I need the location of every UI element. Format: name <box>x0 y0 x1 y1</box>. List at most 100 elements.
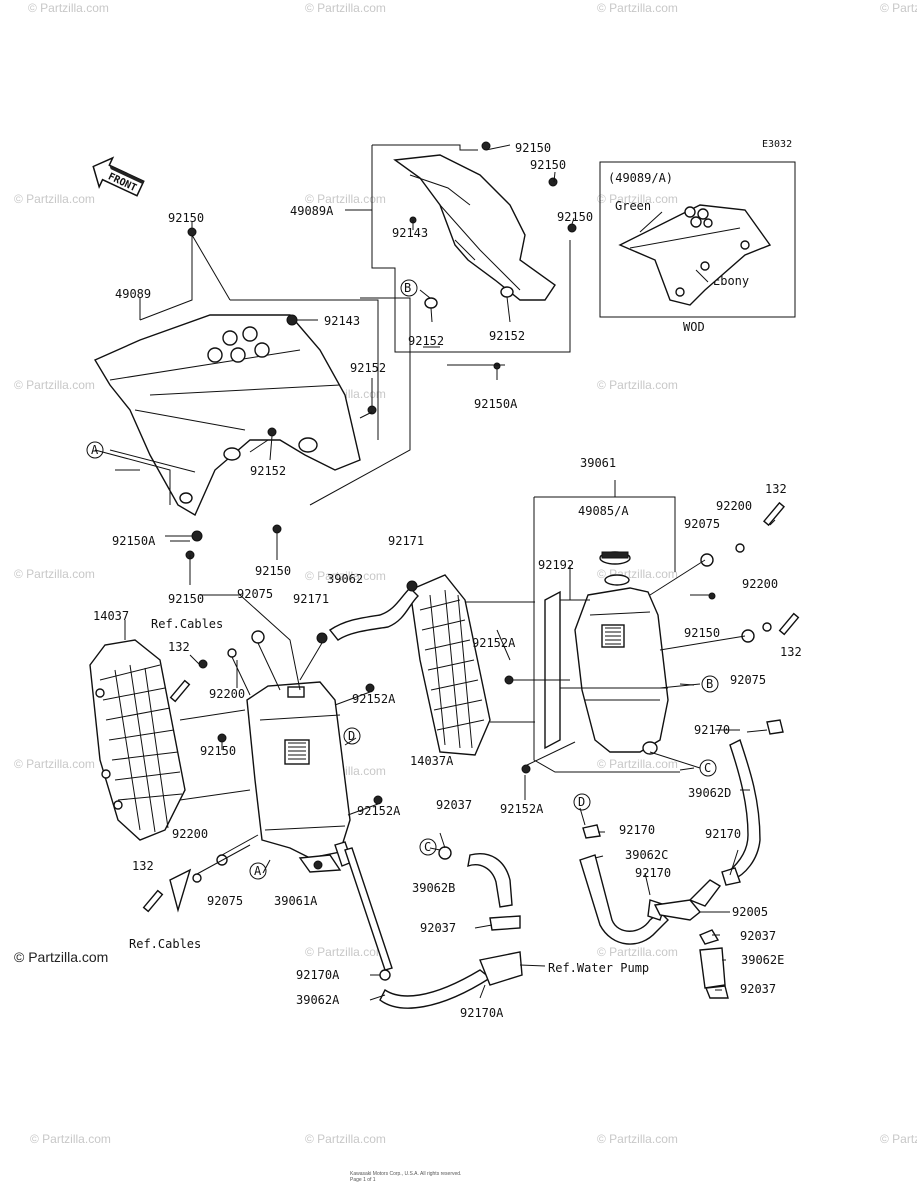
part-label: B <box>706 677 713 691</box>
part-label: 39062A <box>296 993 340 1007</box>
part-label: 92005 <box>732 905 768 919</box>
part-label: 39062C <box>625 848 668 862</box>
part-label: 92075 <box>730 673 766 687</box>
part-label: 92150 <box>200 744 236 758</box>
watermark: © Partzilla.com <box>597 1 678 15</box>
part-label: 92152A <box>352 692 396 706</box>
part-label: 92170 <box>635 866 671 880</box>
watermark: © Partzilla.com <box>597 757 678 771</box>
color-variant-inset: (49089/A) Green Ebony WOD <box>599 161 796 334</box>
part-label: 92152 <box>408 334 444 348</box>
watermark: © Partzilla.com <box>30 1132 111 1146</box>
part-label: 92152A <box>357 804 401 818</box>
watermark: © Partzilla.com <box>14 567 95 581</box>
part-label: 92037 <box>740 982 776 996</box>
radiator-grille-right <box>409 574 535 756</box>
part-label: D <box>578 795 585 809</box>
diagram-code: E3032 <box>762 139 792 150</box>
part-label: 92170A <box>460 1006 504 1020</box>
footer-page: Page 1 of 1 <box>350 1177 376 1183</box>
part-label: D <box>348 729 355 743</box>
part-label: 132 <box>132 859 154 873</box>
part-label: 92200 <box>172 827 208 841</box>
part-label: 14037A <box>410 754 454 768</box>
inset-color-ebony: Ebony <box>713 274 749 288</box>
part-label: 92150A <box>474 397 518 411</box>
watermark: © Partzilla.com <box>597 378 678 392</box>
hoses <box>299 580 784 1009</box>
part-label: 92200 <box>209 687 245 701</box>
part-label: 92150 <box>255 564 291 578</box>
part-label: 92075 <box>684 517 720 531</box>
part-label: A <box>91 443 99 457</box>
part-label: B <box>404 281 411 295</box>
part-label: 49085/A <box>578 504 629 518</box>
part-label: 92170 <box>619 823 655 837</box>
watermark: © Partzilla.com <box>597 945 678 959</box>
part-label: 92171 <box>293 592 329 606</box>
part-labels: 92150 92150 49089A 92150 92150 92143 B 9… <box>91 141 802 1020</box>
leader-lines <box>115 289 750 1001</box>
part-label: 39061A <box>274 894 318 908</box>
part-label: 92150 <box>557 210 593 224</box>
part-label: A <box>254 864 262 878</box>
watermark: © Partzilla.com <box>597 1132 678 1146</box>
brand-logo-text: © Partzilla.com <box>14 949 108 965</box>
footer-copyright: Kawasaki Motors Corp., U.S.A. All rights… <box>350 1171 461 1177</box>
part-label: 92150A <box>112 534 156 548</box>
part-label: 39062D <box>688 786 731 800</box>
part-label: 132 <box>765 482 787 496</box>
part-label: 39062E <box>741 953 784 967</box>
part-label: 92150 <box>515 141 551 155</box>
watermark: © Partzilla.com <box>14 378 95 392</box>
part-label: 132 <box>168 640 190 654</box>
part-label: 39062 <box>327 572 363 586</box>
part-label: 49089 <box>115 287 151 301</box>
watermark: © Partzilla.com <box>597 192 678 206</box>
part-label: 92152A <box>472 636 516 650</box>
part-label: 92170 <box>705 827 741 841</box>
watermark: © Partzilla.com <box>880 1 917 15</box>
watermark: © Partzilla.com <box>305 569 386 583</box>
part-label: 92152A <box>500 802 544 816</box>
part-label: Ref.Water Pump <box>548 961 649 975</box>
part-label: 39062B <box>412 881 455 895</box>
part-label: Ref.Cables <box>151 617 223 631</box>
part-label: 92037 <box>436 798 472 812</box>
part-label: 92150 <box>684 626 720 640</box>
radiator-right-group <box>504 480 800 774</box>
part-label: 92170A <box>296 968 340 982</box>
part-label: 92171 <box>388 534 424 548</box>
part-label: 92143 <box>324 314 360 328</box>
watermark: © Partzilla.com <box>14 757 95 771</box>
part-label: 92192 <box>538 558 574 572</box>
shroud-right-group <box>345 141 577 380</box>
part-label: 92150 <box>168 211 204 225</box>
inset-caption: WOD <box>683 320 705 334</box>
part-label: Ref.Cables <box>129 937 201 951</box>
part-label: 14037 <box>93 609 129 623</box>
part-label: 92152 <box>489 329 525 343</box>
part-label: 92152 <box>250 464 286 478</box>
part-label: 92150 <box>530 158 566 172</box>
part-label: 92170 <box>694 723 730 737</box>
inset-color-green: Green <box>615 199 651 213</box>
watermark: © Partzilla.com <box>305 192 386 206</box>
part-label: 92150 <box>168 592 204 606</box>
part-label: C <box>704 761 711 775</box>
part-label: 92075 <box>237 587 273 601</box>
part-label: 39061 <box>580 456 616 470</box>
watermark: © Partzilla.com <box>880 1132 917 1146</box>
front-arrow-icon: FRONT <box>92 156 145 197</box>
watermark: © Partzilla.com <box>305 1132 386 1146</box>
part-label: 92200 <box>742 577 778 591</box>
part-label: C <box>424 840 431 854</box>
part-label: 49089A <box>290 204 334 218</box>
radiator-left-group <box>89 594 383 913</box>
part-label: 92037 <box>740 929 776 943</box>
callout-circles <box>86 279 719 880</box>
part-label: 92075 <box>207 894 243 908</box>
part-label: 92200 <box>716 499 752 513</box>
